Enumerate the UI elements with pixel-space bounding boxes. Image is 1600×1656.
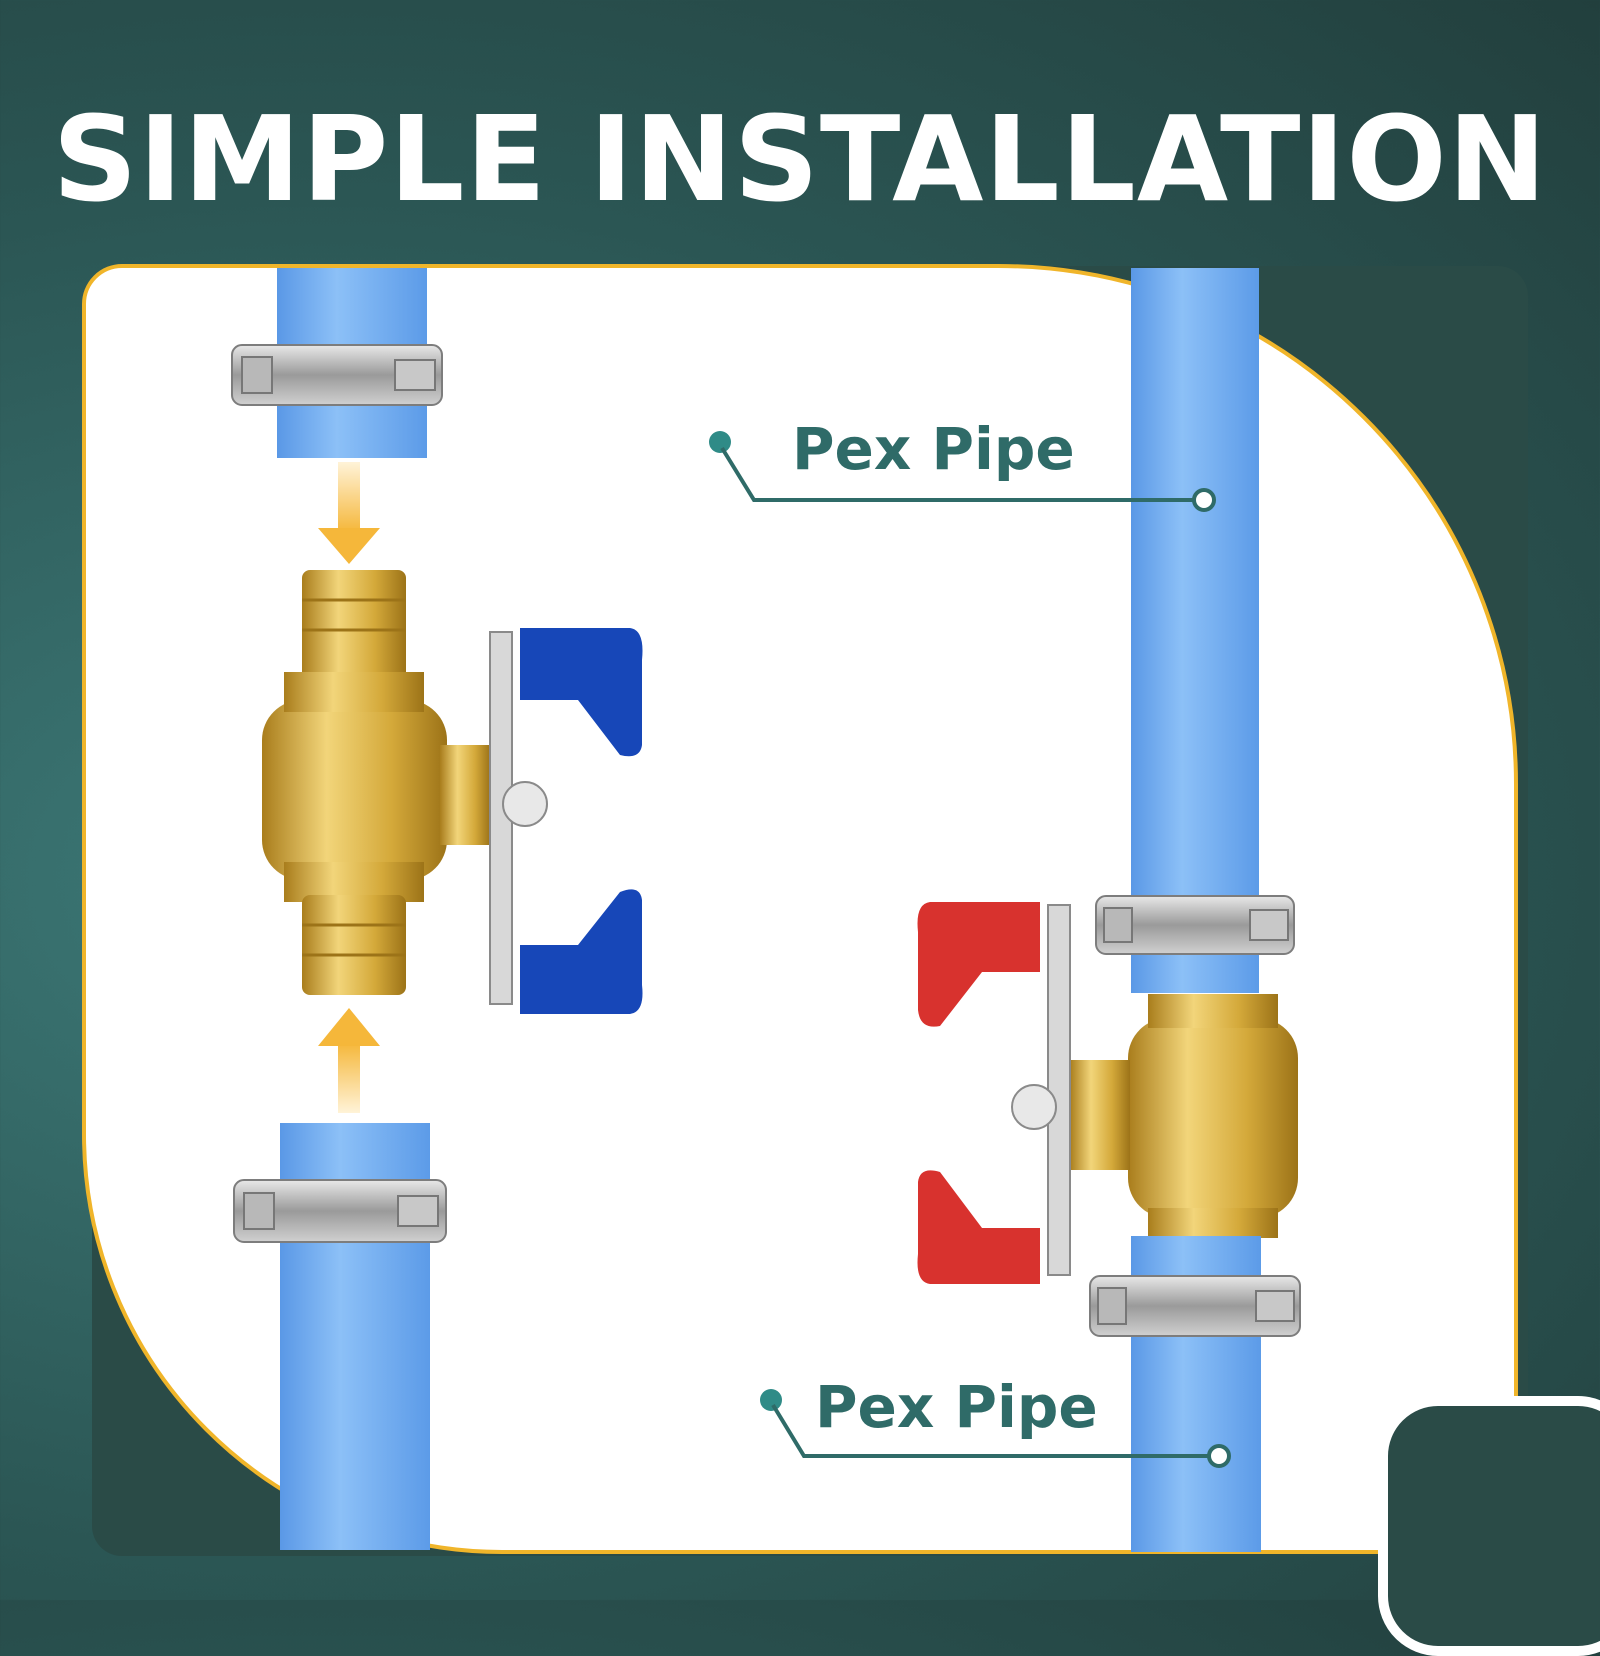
page-title: SIMPLE INSTALLATION xyxy=(52,90,1548,228)
label-pex-pipe-bottom: Pex Pipe xyxy=(815,1373,1098,1441)
leader-line-top xyxy=(709,431,1216,512)
arrow-down xyxy=(318,462,380,564)
installation-illustration xyxy=(231,268,1301,1552)
right-top-pipe xyxy=(1131,268,1259,993)
left-top-clamp xyxy=(231,344,443,406)
right-bottom-clamp xyxy=(1089,1275,1301,1337)
left-ball-valve xyxy=(262,570,643,1014)
leader-line-bottom xyxy=(760,1389,1231,1468)
arrow-up xyxy=(318,1008,380,1113)
right-ball-valve xyxy=(917,902,1298,1284)
corner-decoration xyxy=(1378,1396,1600,1656)
right-top-clamp xyxy=(1095,895,1295,955)
label-pex-pipe-top: Pex Pipe xyxy=(792,415,1075,483)
left-bottom-clamp xyxy=(233,1179,447,1243)
